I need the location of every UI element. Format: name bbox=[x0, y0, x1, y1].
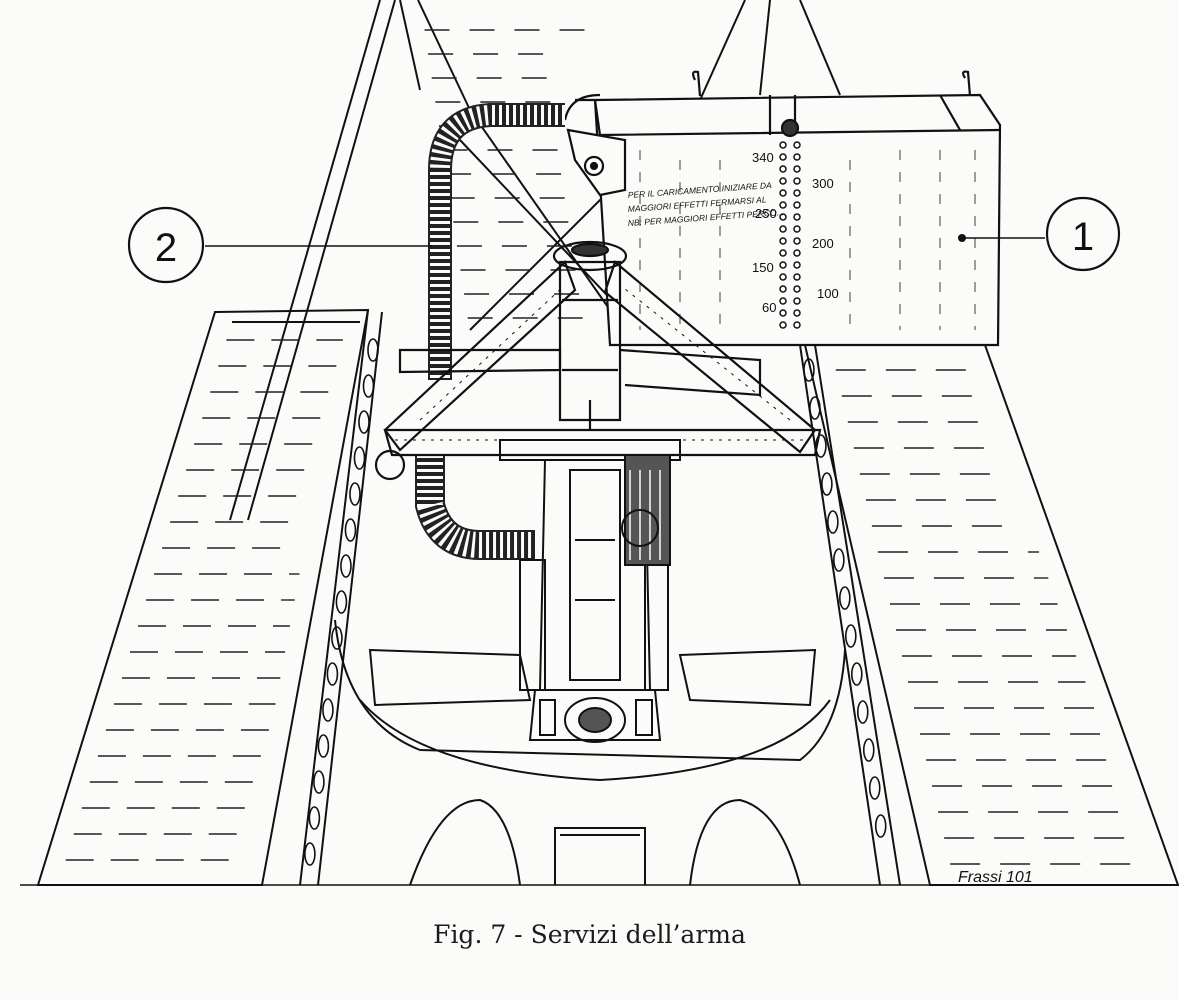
rivet-hole bbox=[367, 338, 379, 362]
box-scale-column bbox=[779, 141, 801, 329]
scale-dot bbox=[793, 309, 801, 317]
rivet-hole bbox=[304, 842, 316, 866]
gun-mount bbox=[374, 240, 822, 481]
scale-dot bbox=[793, 285, 801, 293]
rivet-hole bbox=[344, 518, 357, 542]
scale-dot bbox=[779, 261, 787, 269]
scale-dot bbox=[793, 297, 801, 305]
scale-dot bbox=[779, 237, 787, 245]
rivet-hole bbox=[358, 410, 370, 434]
scale-dot bbox=[793, 213, 801, 221]
rivet-hole bbox=[833, 548, 845, 572]
scale-dot bbox=[779, 321, 787, 329]
scale-label: 150 bbox=[752, 260, 774, 275]
callout-1: 1 bbox=[958, 196, 1121, 272]
scale-label: 250 bbox=[755, 206, 777, 221]
scale-dot bbox=[779, 249, 787, 257]
scale-dot bbox=[779, 165, 787, 173]
scale-dot bbox=[793, 249, 801, 257]
scale-dot bbox=[793, 201, 801, 209]
rivet-hole bbox=[340, 554, 352, 578]
rivet-hole bbox=[874, 814, 887, 838]
scale-dot bbox=[793, 237, 801, 245]
rivet-hole bbox=[317, 734, 330, 758]
scale-label: 340 bbox=[752, 150, 774, 165]
figure-caption: Fig. 7 - Servizi dell’arma bbox=[433, 920, 746, 949]
callout-2: 2 bbox=[127, 206, 432, 284]
panel-hatching bbox=[65, 29, 1131, 865]
scale-dot bbox=[779, 225, 787, 233]
rivet-hole bbox=[308, 806, 321, 830]
scale-dot bbox=[779, 141, 787, 149]
scale-dot bbox=[779, 153, 787, 161]
rivet-hole bbox=[868, 776, 881, 800]
scale-dot bbox=[793, 273, 801, 281]
rivet-hole bbox=[335, 590, 348, 614]
scale-label: 60 bbox=[762, 300, 776, 315]
rivet-hole bbox=[856, 700, 869, 724]
scale-dot bbox=[793, 141, 801, 149]
scale-label: 100 bbox=[817, 286, 839, 301]
feed-chute bbox=[415, 103, 565, 560]
scale-dot bbox=[793, 177, 801, 185]
fuselage-frame bbox=[20, 0, 1179, 886]
scale-dot bbox=[793, 153, 801, 161]
scale-dot bbox=[779, 213, 787, 221]
rivet-hole bbox=[827, 510, 839, 534]
scale-dot bbox=[779, 285, 787, 293]
rivet-hole bbox=[331, 626, 343, 650]
rivet-hole bbox=[839, 586, 851, 610]
scale-dot bbox=[793, 165, 801, 173]
rivet-hole bbox=[850, 662, 863, 686]
callout-1-label: 1 bbox=[1072, 215, 1094, 259]
scale-dot bbox=[793, 261, 801, 269]
rivet-hole bbox=[862, 738, 875, 762]
scale-dot bbox=[779, 297, 787, 305]
rivet-hole bbox=[322, 698, 334, 722]
artist-signature: Frassi 101 bbox=[958, 869, 1033, 886]
scale-dot bbox=[793, 321, 801, 329]
scale-dot bbox=[793, 189, 801, 197]
rivet-hole bbox=[845, 624, 857, 648]
rivet-holes bbox=[304, 338, 887, 866]
scale-label: 300 bbox=[812, 176, 834, 191]
scale-dot bbox=[779, 189, 787, 197]
rivet-hole bbox=[353, 446, 366, 470]
machine-gun bbox=[499, 439, 681, 743]
scale-dot bbox=[779, 177, 787, 185]
callout-2-label: 2 bbox=[155, 226, 177, 270]
rivet-hole bbox=[349, 482, 361, 506]
rivet-hole bbox=[821, 472, 833, 496]
scale-dot bbox=[779, 201, 787, 209]
rivet-hole bbox=[313, 770, 325, 794]
box-scale-labels: 340 250 150 60 300 200 100 bbox=[752, 150, 839, 315]
rivet-hole bbox=[803, 358, 815, 382]
scale-dot bbox=[779, 309, 787, 317]
rivet-hole bbox=[326, 662, 339, 686]
scale-dot bbox=[779, 273, 787, 281]
scale-label: 200 bbox=[812, 236, 834, 251]
scale-dot bbox=[793, 225, 801, 233]
rivet-hole bbox=[809, 396, 821, 420]
rivet-hole bbox=[362, 374, 375, 398]
